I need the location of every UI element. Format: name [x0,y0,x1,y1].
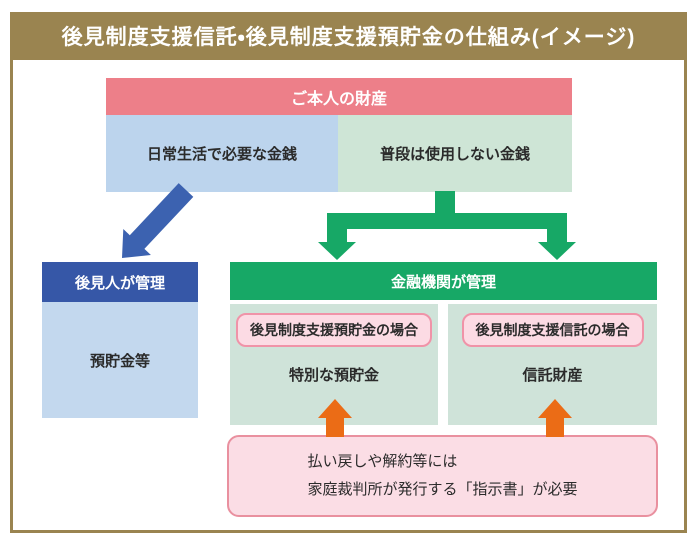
deposit-case-panel: 後見制度支援預貯金の場合 特別な預貯金 [230,304,438,425]
note-line-1: 払い戻しや解約等には [307,453,458,470]
court-instruction-note: 払い戻しや解約等には 家庭裁判所が発行する「指示書」が必要 [227,435,658,517]
note-text: 払い戻しや解約等には 家庭裁判所が発行する「指示書」が必要 [307,448,577,504]
trust-case-panel: 後見制度支援信託の場合 信託財産 [448,304,657,425]
deposit-case-label: 後見制度支援預貯金の場合 [236,313,432,347]
diagram-title: 後見制度支援信託・後見制度支援預貯金の仕組み(イメージ) [10,12,687,60]
note-line-2: 家庭裁判所が発行する「指示書」が必要 [307,481,578,498]
institution-header: 金融機関が管理 [230,262,657,300]
trust-case-label: 後見制度支援信託の場合 [461,313,644,347]
guardian-body: 預貯金等 [42,302,198,418]
unused-money-box: 普段は使用しない金銭 [338,115,572,192]
guardian-header: 後見人が管理 [42,262,198,302]
trust-case-asset: 信託財産 [522,367,583,384]
daily-money-box: 日常生活で必要な金銭 [106,115,338,192]
deposit-case-asset: 特別な預貯金 [288,367,379,384]
assets-header: ご本人の財産 [106,78,572,115]
